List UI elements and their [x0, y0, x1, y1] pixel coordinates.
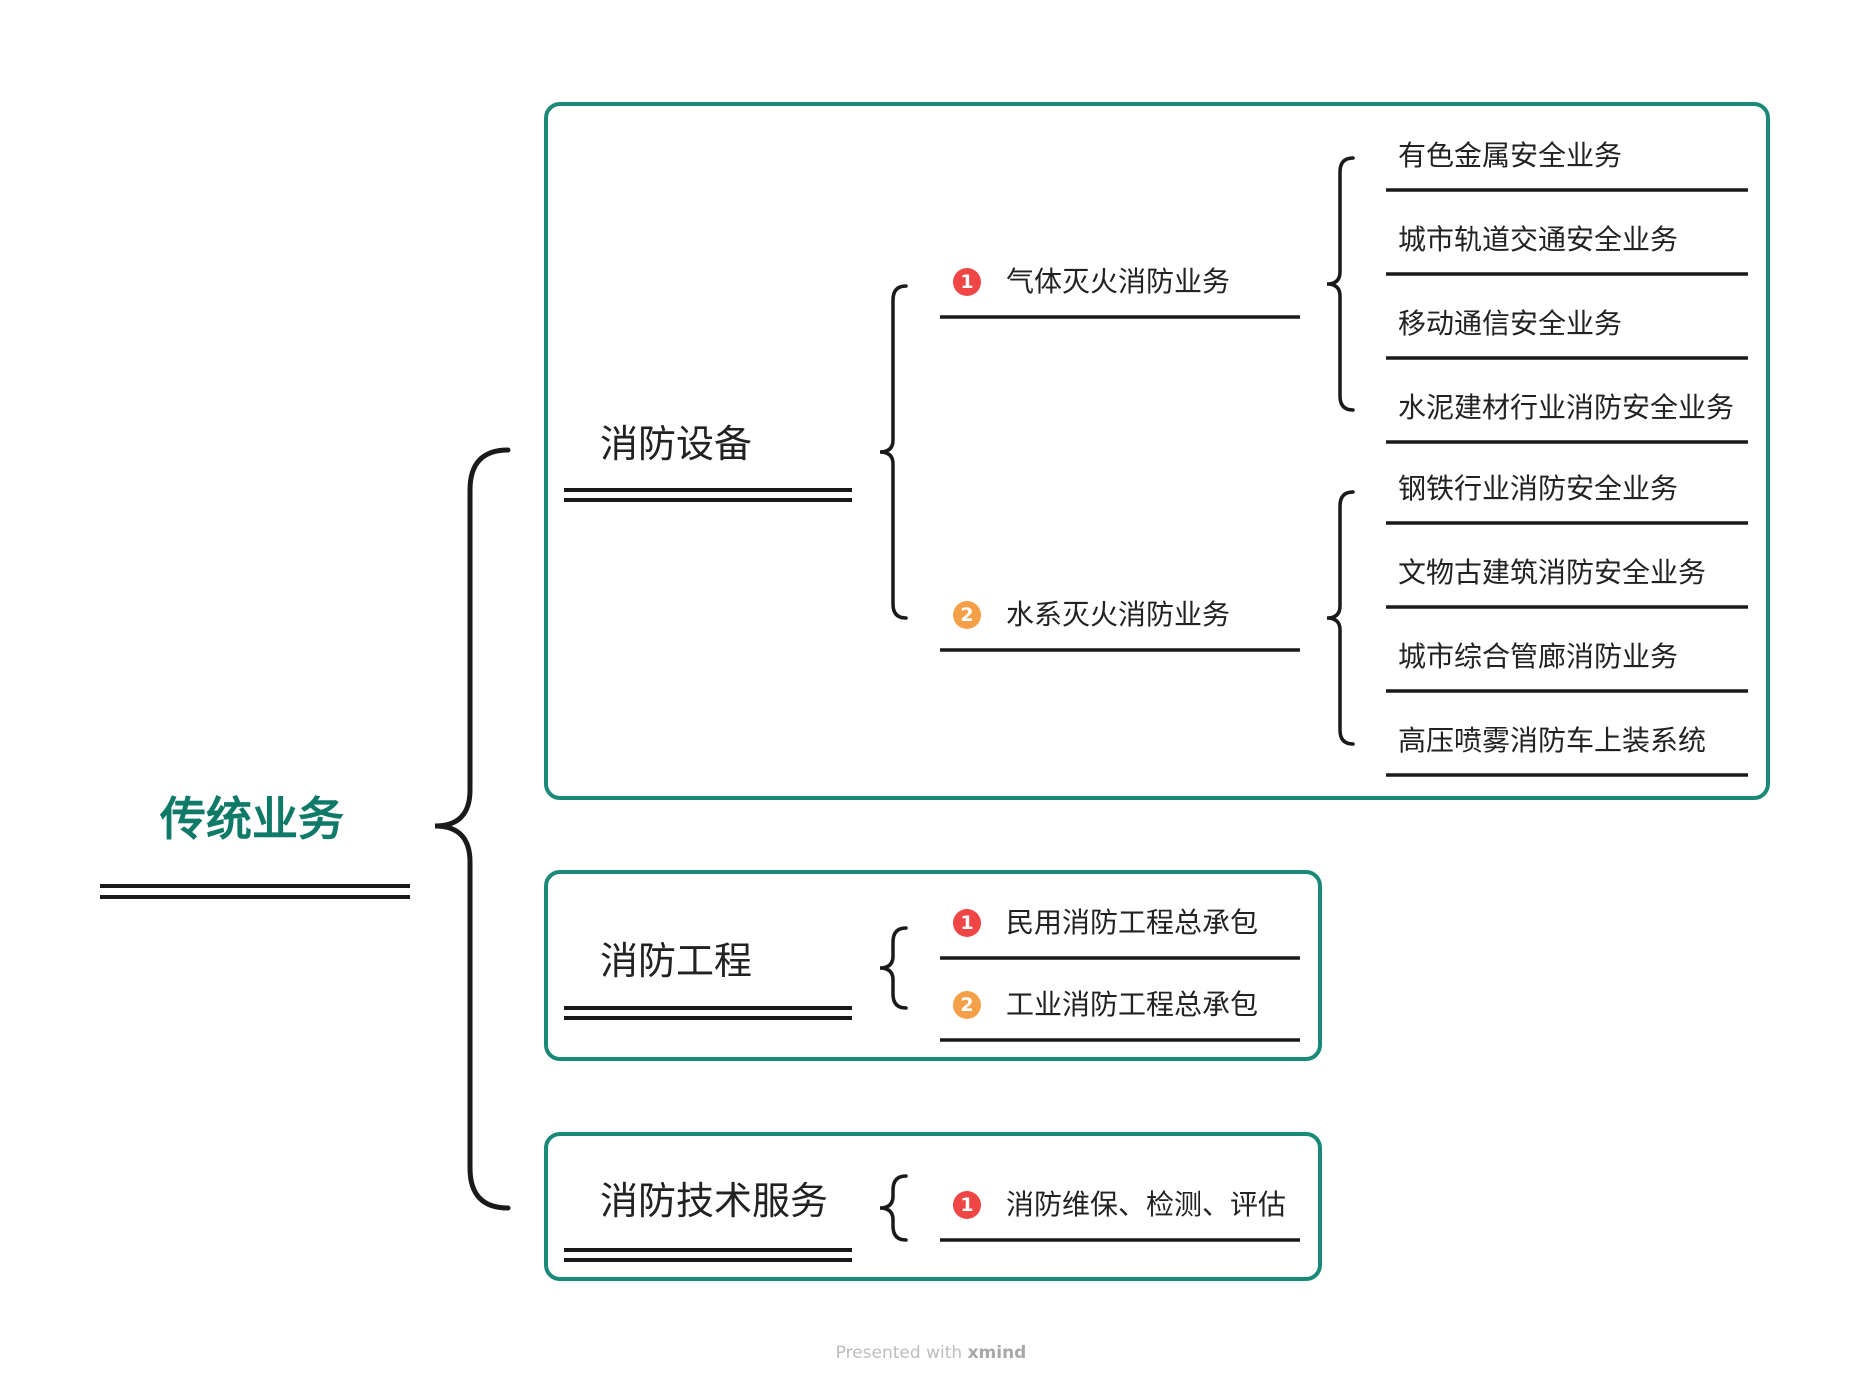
priority-1-icon: 1 [953, 1191, 981, 1219]
leaf-topic: 文物古建筑消防安全业务 [1398, 556, 1707, 589]
branch-frame-fire-engineering [544, 870, 1322, 1061]
leaf-topic: 钢铁行业消防安全业务 [1398, 472, 1679, 505]
leaf-topic: 城市轨道交通安全业务 [1398, 223, 1679, 256]
leaf-topic: 水泥建材行业消防安全业务 [1398, 391, 1735, 424]
subtopic-gas-extinguishing: 气体灭火消防业务 [1006, 265, 1231, 298]
branch-brace [879, 926, 908, 1010]
leaf-topic: 城市综合管廊消防业务 [1398, 640, 1679, 673]
footer-prefix: Presented with [835, 1343, 963, 1363]
leaf-topic: 移动通信安全业务 [1398, 307, 1623, 340]
leaf-topic: 有色金属安全业务 [1398, 139, 1623, 172]
branch-topic-fire-tech-service: 消防技术服务 [600, 1179, 829, 1223]
root-brace [434, 447, 511, 1211]
branch-brace [879, 284, 908, 620]
subtopic-industrial-engineering: 工业消防工程总承包 [1006, 988, 1259, 1021]
priority-2-icon: 2 [953, 601, 981, 629]
priority-2-icon: 2 [953, 991, 981, 1019]
branch-brace [879, 1174, 908, 1242]
subtopic-brace [1326, 490, 1355, 746]
subtopic-water-extinguishing: 水系灭火消防业务 [1006, 598, 1231, 631]
priority-1-icon: 1 [953, 909, 981, 937]
branch-topic-fire-equipment: 消防设备 [600, 422, 753, 466]
subtopic-brace [1326, 156, 1355, 412]
xmind-logo: xmind [967, 1343, 1027, 1363]
branch-topic-fire-engineering: 消防工程 [600, 939, 753, 983]
branch-frame-fire-equipment [544, 102, 1770, 800]
priority-1-icon: 1 [953, 268, 981, 296]
subtopic-maintenance-inspection: 消防维保、检测、评估 [1006, 1188, 1287, 1221]
leaf-topic: 高压喷雾消防车上装系统 [1398, 724, 1707, 757]
subtopic-civil-engineering: 民用消防工程总承包 [1006, 906, 1259, 939]
root-topic: 传统业务 [160, 792, 344, 846]
branch-frame-fire-tech-service [544, 1132, 1322, 1281]
footer-credit: Presented with xmind [0, 1343, 1862, 1363]
